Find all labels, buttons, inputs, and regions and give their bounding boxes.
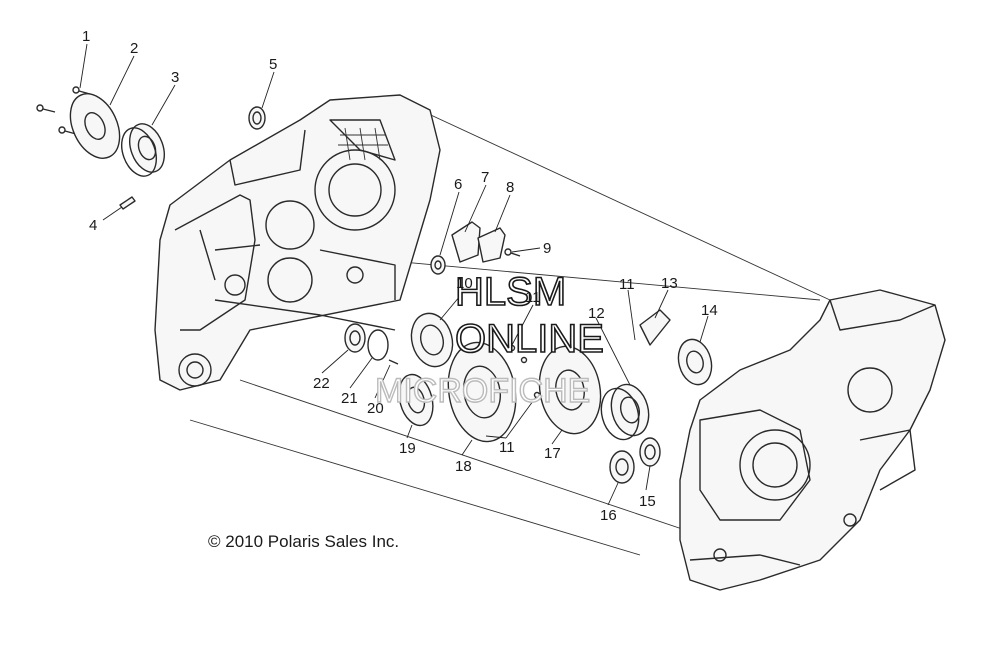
callout-14: 14: [701, 302, 718, 319]
part-21-snap-ring: [367, 329, 389, 361]
callout-8: 8: [506, 179, 514, 196]
callout-1: 1: [82, 28, 90, 45]
part-12-bearing: [600, 383, 650, 441]
callout-5: 5: [269, 56, 277, 73]
part-22-seal: [344, 323, 366, 353]
left-crankcase-half: [154, 94, 441, 391]
callout-19: 19: [399, 440, 416, 457]
part-8-bracket: [477, 227, 506, 263]
watermark-line-2: ONLINE: [455, 317, 604, 361]
callout-22: 22: [313, 375, 330, 392]
part-16-bearing: [609, 450, 635, 484]
callout-17: 17: [544, 445, 561, 462]
part-7-plate: [451, 221, 481, 263]
alignment-lines: [189, 109, 831, 556]
callout-21: 21: [341, 390, 358, 407]
callout-13: 13: [661, 275, 678, 292]
callout-2: 2: [130, 40, 138, 57]
copyright-notice: © 2010 Polaris Sales Inc.: [208, 532, 399, 551]
callout-11-right: 11: [619, 276, 635, 293]
callout-10: 10: [456, 275, 473, 292]
watermark-line-1: HLSM: [455, 270, 566, 314]
callout-4: 4: [89, 217, 97, 234]
callout-6: 6: [454, 176, 462, 193]
callout-20: 20: [367, 400, 384, 417]
part-9-screw: [504, 248, 521, 257]
part-17-gear: [538, 345, 602, 435]
callout-15: 15: [639, 493, 656, 510]
part-20-pin: [388, 359, 399, 365]
callout-3: 3: [171, 69, 179, 86]
callout-7: 7: [481, 169, 489, 186]
callout-11-lower: 11: [499, 439, 515, 456]
callout-18: 18: [455, 458, 472, 475]
part-10-bearing: [410, 312, 454, 368]
part-18-cover: [447, 341, 517, 443]
callout-16: 16: [600, 507, 617, 524]
watermark-line-3: MICROFICHE: [375, 372, 590, 410]
callout-9: 9: [543, 240, 551, 257]
part-14-bearing: [677, 338, 713, 386]
right-crankcase-half: [679, 289, 946, 591]
leader-lines: [79, 43, 709, 506]
part-13-plate: [639, 309, 671, 346]
callout-11-upper: 11: [525, 289, 541, 306]
part-5-seal: [248, 106, 266, 130]
callouts: 1 2 3 4 5 6 7 8 9 10 11 11 12 11 13 14 1…: [82, 28, 718, 524]
part-4-dowel-pin: [119, 196, 136, 210]
part-6-seal: [430, 255, 446, 275]
part-3-bearing: [121, 123, 165, 177]
part-15-seal: [639, 437, 661, 467]
watermark: HLSM ONLINE MICROFICHE: [374, 269, 604, 411]
part-19-bearing: [398, 373, 434, 427]
part-2-retainer-plate: [69, 93, 121, 159]
callout-12: 12: [588, 305, 605, 322]
